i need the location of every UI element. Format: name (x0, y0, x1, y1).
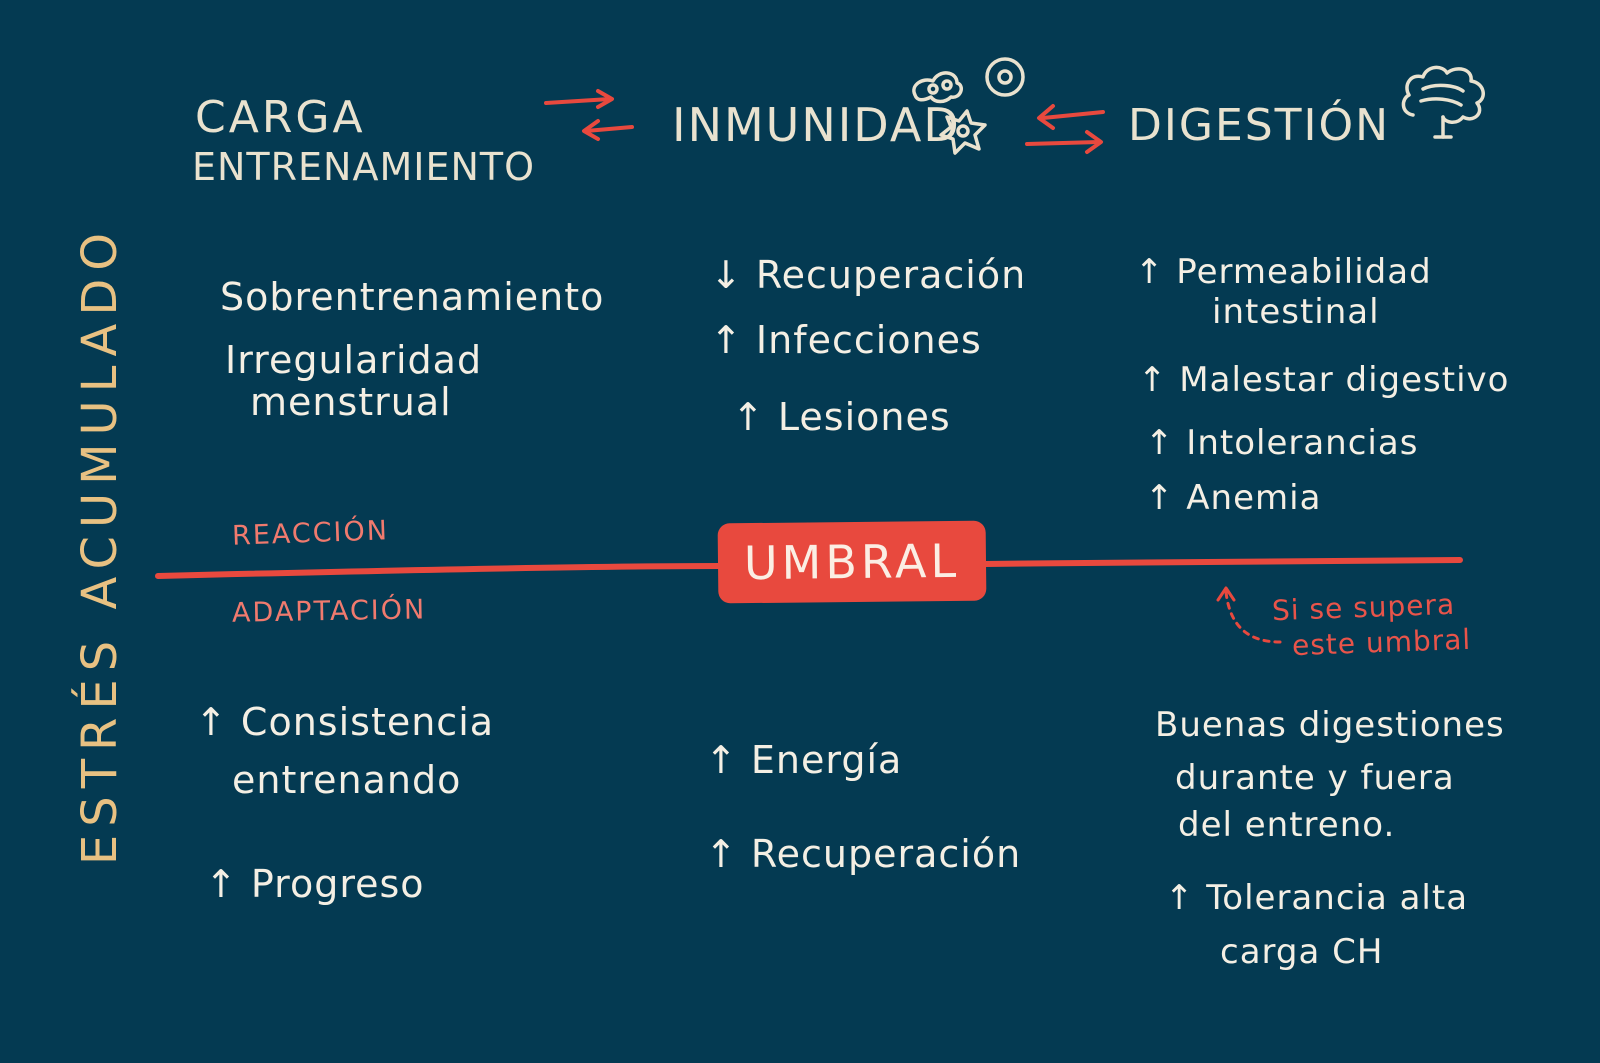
reaction-carga-item: Sobrentrenamiento (220, 275, 605, 319)
reaction-digestion-item: Malestar digestivo (1138, 360, 1509, 401)
adaptation-inmunidad-item: Energía (705, 738, 902, 784)
header-carga-line1: CARGA (195, 92, 366, 143)
header-carga-line2: ENTRENAMIENTO (192, 145, 536, 189)
reaction-digestion-item: intestinal (1212, 292, 1380, 332)
reaction-inmunidad-up: Lesiones (732, 395, 951, 441)
adaptation-digestion-item: Buenas digestiones (1155, 705, 1505, 745)
reaction-inmunidad-up: Infecciones (710, 318, 982, 364)
reaction-inmunidad-down: Recuperación (710, 253, 1026, 299)
reaction-label: REACCIÓN (231, 515, 390, 552)
adaptation-label: ADAPTACIÓN (231, 594, 427, 629)
reaction-carga-item: menstrual (250, 380, 452, 424)
adaptation-carga-item: entrenando (232, 758, 462, 802)
reaction-digestion-item: Permeabilidad (1135, 252, 1432, 293)
header-digestion: DIGESTIÓN (1128, 100, 1391, 151)
adaptation-digestion-item: Tolerancia alta (1165, 878, 1468, 919)
reaction-carga-item: Irregularidad (225, 338, 483, 382)
adaptation-digestion-item: del entreno. (1178, 805, 1396, 845)
reaction-digestion-item: Intolerancias (1145, 423, 1418, 464)
adaptation-digestion-item: durante y fuera (1175, 758, 1455, 798)
umbral-badge: UMBRAL (717, 520, 987, 604)
intestine-icon (1401, 65, 1485, 139)
exchange-arrows-right-icon (1025, 104, 1105, 154)
adaptation-inmunidad-item: Recuperación (705, 832, 1021, 878)
dashed-arrow-icon (1216, 586, 1282, 644)
adaptation-digestion-item: carga CH (1220, 932, 1384, 972)
adaptation-carga-item: Consistencia (195, 700, 494, 746)
cells-icon (912, 57, 1025, 155)
exchange-arrows-left-icon (544, 89, 634, 141)
adaptation-carga-item: Progreso (205, 862, 425, 908)
threshold-note-line2: este umbral (1291, 622, 1472, 663)
reaction-digestion-item: Anemia (1145, 478, 1321, 519)
header-inmunidad: INMUNIDAD (672, 98, 961, 152)
